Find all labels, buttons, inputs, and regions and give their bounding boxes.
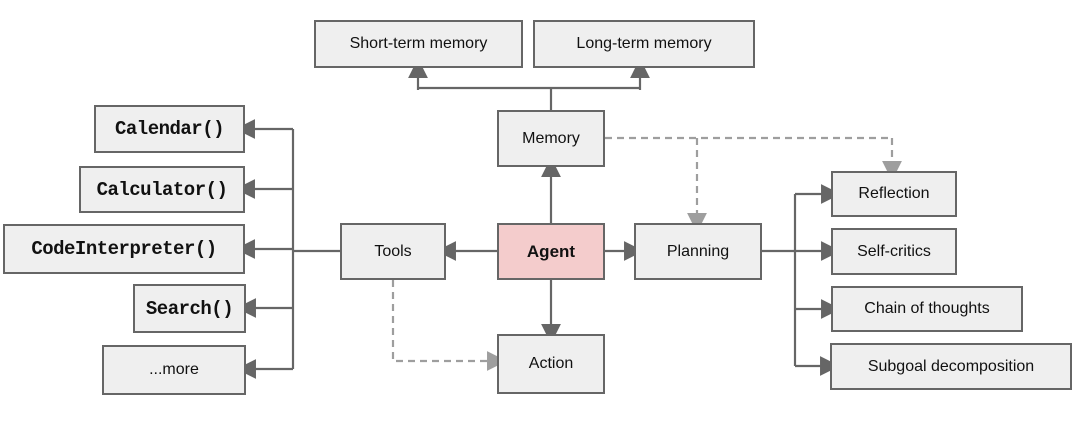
node-subgoal-decomposition: Subgoal decomposition bbox=[830, 343, 1072, 390]
node-search: Search() bbox=[133, 284, 246, 333]
node-calendar: Calendar() bbox=[94, 105, 245, 153]
node-self-critics: Self-critics bbox=[831, 228, 957, 275]
dashed-edges bbox=[391, 136, 902, 371]
node-code-interpreter: CodeInterpreter() bbox=[3, 224, 245, 274]
node-agent: Agent bbox=[497, 223, 605, 280]
node-chain-of-thoughts: Chain of thoughts bbox=[831, 286, 1023, 332]
node-short-term-memory: Short-term memory bbox=[314, 20, 523, 68]
node-memory: Memory bbox=[497, 110, 605, 167]
node-long-term-memory: Long-term memory bbox=[533, 20, 755, 68]
node-tools: Tools bbox=[340, 223, 446, 280]
edge-tools-trunk bbox=[291, 129, 340, 369]
node-planning: Planning bbox=[634, 223, 762, 280]
node-calculator: Calculator() bbox=[79, 166, 245, 213]
edge-tools-to-action-dashed bbox=[391, 280, 507, 371]
node-action: Action bbox=[497, 334, 605, 394]
node-more: ...more bbox=[102, 345, 246, 395]
edge-memory-fan bbox=[418, 86, 640, 110]
solid-edges bbox=[235, 58, 841, 379]
node-reflection: Reflection bbox=[831, 171, 957, 217]
